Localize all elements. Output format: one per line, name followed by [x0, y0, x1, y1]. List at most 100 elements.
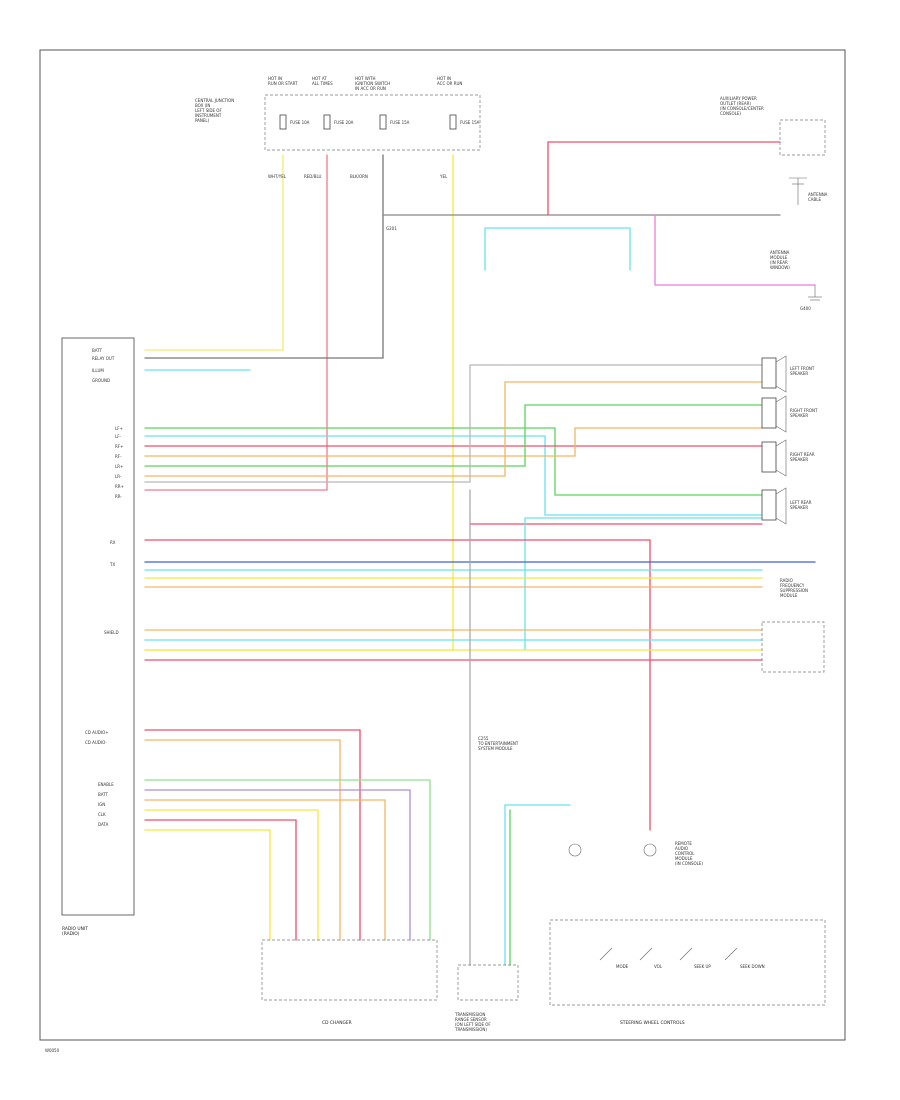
wire-label-wht-yel: WHT/YEL — [268, 174, 287, 179]
steering-controls-box — [549, 919, 826, 1006]
amp-module — [568, 843, 657, 857]
wire-lf-plus — [144, 427, 763, 496]
pin-rf-minus: RF- — [115, 454, 122, 459]
antenna-icon — [789, 177, 807, 205]
pin-lr-plus: LR+ — [115, 464, 123, 469]
pin-ign: IGN — [98, 802, 105, 807]
fuse-row — [279, 114, 457, 130]
cd-changer-box — [261, 939, 438, 1001]
diagram-frame — [39, 49, 846, 1041]
pin-tx: TX — [109, 562, 115, 567]
ground-icon-right — [808, 285, 822, 301]
ground-right-label: G400 — [800, 306, 811, 311]
wire-rr-plus — [144, 364, 763, 483]
footer-code: W0050 — [45, 1048, 60, 1053]
pin-enable: ENABLE — [98, 782, 114, 787]
wire-cyan-top — [484, 227, 631, 271]
wire-label-red-blu: RED/BLU — [304, 174, 322, 179]
wire-yel2-cd — [144, 829, 271, 941]
wire-label-blk-orn: BLK/ORN — [350, 174, 368, 179]
wire-purple-cd — [144, 789, 411, 941]
steering-controls-label: STEERING WHEEL CONTROLS — [620, 1020, 685, 1026]
fuse-4 — [449, 114, 457, 130]
wire-pink-module — [654, 214, 816, 286]
pin-cd-audio-plus: CD AUDIO+ — [85, 730, 109, 735]
wire-lf-minus — [144, 435, 763, 516]
fuse-label-4: FUSE 15A — [460, 120, 480, 125]
pin-batt: BATT — [92, 348, 103, 353]
pin-illum: ILLUM — [92, 368, 104, 373]
radio-pins-mid: LF+ LF- RF+ RF- LR+ LR- RR+ RR- — [115, 426, 124, 499]
speaker-lr — [761, 487, 787, 525]
pin-lf-plus: LF+ — [115, 426, 123, 431]
pin-batt-lower: BATT — [98, 792, 109, 797]
ground-left-label: G201 — [386, 226, 397, 231]
pin-lr-minus: LR- — [115, 474, 122, 479]
fuse-label-1: FUSE 10A — [290, 120, 310, 125]
transmission-box — [457, 964, 519, 1001]
fuse-3 — [379, 114, 387, 130]
fuse-label-3: FUSE 15A — [390, 120, 410, 125]
speaker-lf — [761, 355, 787, 393]
pin-rx: RX — [110, 540, 116, 545]
wire-orange-cd — [144, 739, 341, 941]
wire-red-pink-antenna — [547, 141, 781, 216]
wire-gray-signal — [144, 539, 651, 831]
pin-relay-out: RELAY OUT — [92, 356, 115, 361]
pin-clk: CLK — [98, 812, 106, 817]
pin-rr-minus: RR- — [115, 494, 122, 499]
switch-seek-down-label: SEEK DOWN — [740, 964, 765, 969]
radio-unit-label: RADIO UNIT(RADIO) — [62, 926, 88, 937]
wire-lr-minus — [144, 381, 763, 477]
pin-data: DATA — [98, 822, 109, 827]
fuse-panel — [264, 94, 481, 151]
radio-pins-top: BATT RELAY OUT ILLUM GROUND — [92, 348, 115, 383]
radio-pins-bottom: RX TX SHIELD CD AUDIO+ CD AUDIO- ENABLE … — [85, 540, 119, 827]
pin-lf-minus: LF- — [115, 434, 122, 439]
pin-cd-audio-minus: CD AUDIO- — [85, 740, 107, 745]
wire-blk-orn — [144, 154, 384, 359]
pin-rr-plus: RR+ — [115, 484, 124, 489]
speaker-rf — [761, 395, 787, 433]
wire-rf-minus — [144, 427, 763, 457]
wire-wht-yel — [144, 154, 284, 351]
pin-rf-plus: RF+ — [115, 444, 123, 449]
rfsm-box — [761, 621, 825, 673]
switch-row — [599, 947, 738, 961]
wire-ground-cyan-right — [524, 517, 763, 651]
wire-lr-plus — [144, 404, 763, 467]
cd-changer-label: CD CHANGER — [322, 1020, 352, 1026]
radio-unit-box — [61, 337, 135, 916]
wire-label-yel: YEL — [439, 174, 448, 179]
wire-yellow-cd — [144, 809, 319, 941]
fuse-2 — [323, 114, 331, 130]
switch-vol-label: VOL — [654, 964, 663, 969]
wire-red-cd — [144, 729, 361, 941]
wire-red2-cd — [144, 819, 297, 941]
fuse-label-2: FUSE 20A — [334, 120, 354, 125]
wire-orange2-cd — [144, 799, 386, 941]
wire-light-green-cd — [144, 779, 431, 941]
wire-yel-acc — [144, 154, 454, 651]
wire-cyan-trs — [504, 804, 571, 966]
switch-mode-label: MODE — [616, 964, 629, 969]
pin-ground: GROUND — [92, 378, 110, 383]
pin-shield: SHIELD — [104, 630, 119, 635]
wire-red-blu — [144, 154, 328, 491]
